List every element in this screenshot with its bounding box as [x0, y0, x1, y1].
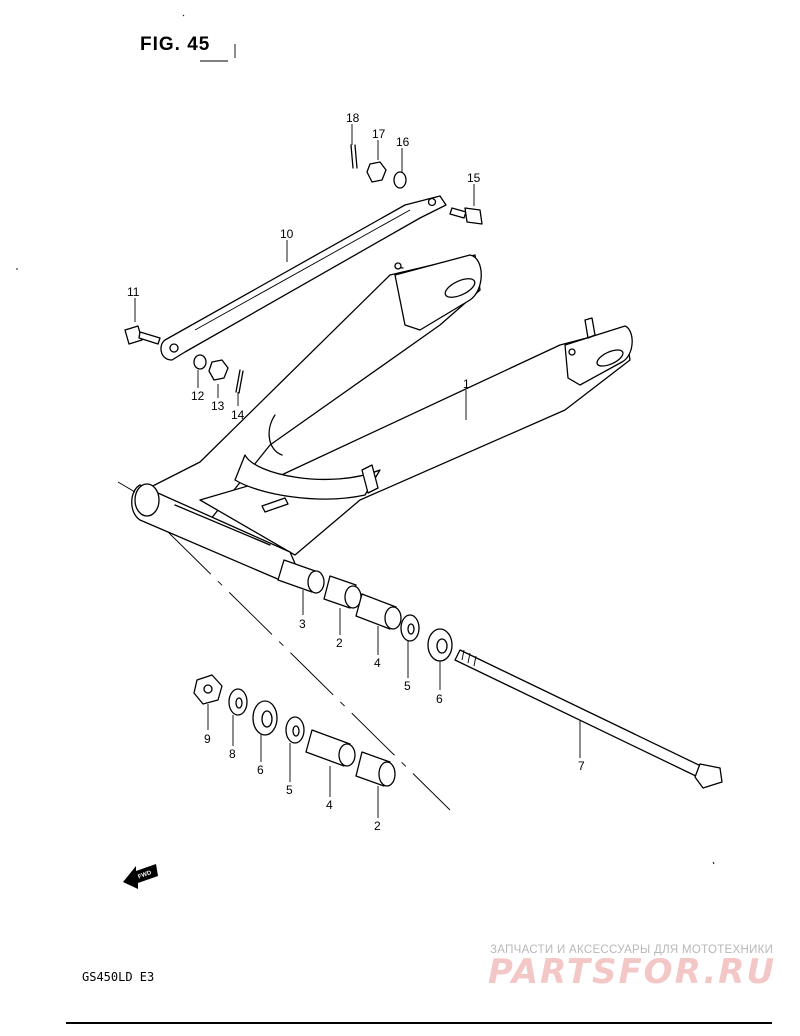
part-label-14: 14 [231, 408, 245, 422]
scan-marks [16, 14, 715, 865]
nut-13 [208, 359, 229, 381]
construction-line [167, 531, 451, 811]
cotter-pin-14 [235, 369, 244, 394]
part-label-11: 11 [127, 285, 140, 299]
part-label-7: 7 [578, 759, 585, 773]
bearing-2-lower [355, 751, 396, 787]
part-label-5-upper: 5 [404, 679, 411, 693]
part-label-6-lower: 6 [257, 763, 264, 777]
construction-line [117, 481, 136, 493]
part-label-12: 12 [191, 389, 205, 403]
part-label-4-lower: 4 [326, 798, 333, 812]
part-label-8: 8 [229, 747, 236, 761]
part-label-15: 15 [467, 171, 481, 185]
part-label-1: 1 [463, 377, 470, 391]
forward-arrow-icon: FWD [123, 864, 158, 889]
nut-17 [366, 161, 387, 183]
part-label-10: 10 [280, 227, 294, 241]
part-label-5-lower: 5 [286, 783, 293, 797]
washer-16 [393, 171, 407, 189]
model-label: GS450LD E3 [82, 970, 155, 984]
cotter-pin-18 [350, 144, 358, 169]
washer-12 [193, 354, 207, 370]
figure-title: FIG. 45 [140, 34, 211, 55]
part-label-2-upper: 2 [336, 636, 343, 650]
swingarm [131, 254, 633, 581]
part-label-13: 13 [211, 399, 225, 413]
bearing-2-upper [323, 575, 362, 609]
part-label-17: 17 [372, 127, 386, 141]
washer-8 [228, 688, 248, 716]
spacer-4-upper [355, 593, 402, 630]
pivot-shaft-7 [454, 649, 723, 789]
leader-lines [134, 124, 581, 818]
seal-6-upper [427, 628, 453, 662]
seal-6-lower [252, 700, 278, 736]
forward-label: FWD [137, 870, 153, 881]
bolt-15 [449, 207, 483, 225]
spacer-4-lower [305, 729, 356, 767]
part-label-2-lower: 2 [374, 819, 381, 833]
part-label-16: 16 [396, 135, 410, 149]
washer-5-lower [285, 716, 305, 744]
part-label-18: 18 [346, 111, 360, 125]
page-bottom-rule [66, 1022, 772, 1029]
bolt-11 [124, 325, 161, 345]
part-label-4-upper: 4 [374, 656, 381, 670]
watermark-logo: PARTSFOR.RU [488, 952, 777, 992]
part-label-3: 3 [299, 617, 306, 631]
torque-link-bar [160, 195, 447, 361]
washer-5-upper [400, 614, 420, 642]
part-label-6-upper: 6 [436, 692, 443, 706]
part-label-9: 9 [204, 732, 211, 746]
watermark-subtitle: ЗАПЧАСТИ И АКСЕССУАРЫ ДЛЯ МОТОТЕХНИКИ [490, 944, 774, 956]
